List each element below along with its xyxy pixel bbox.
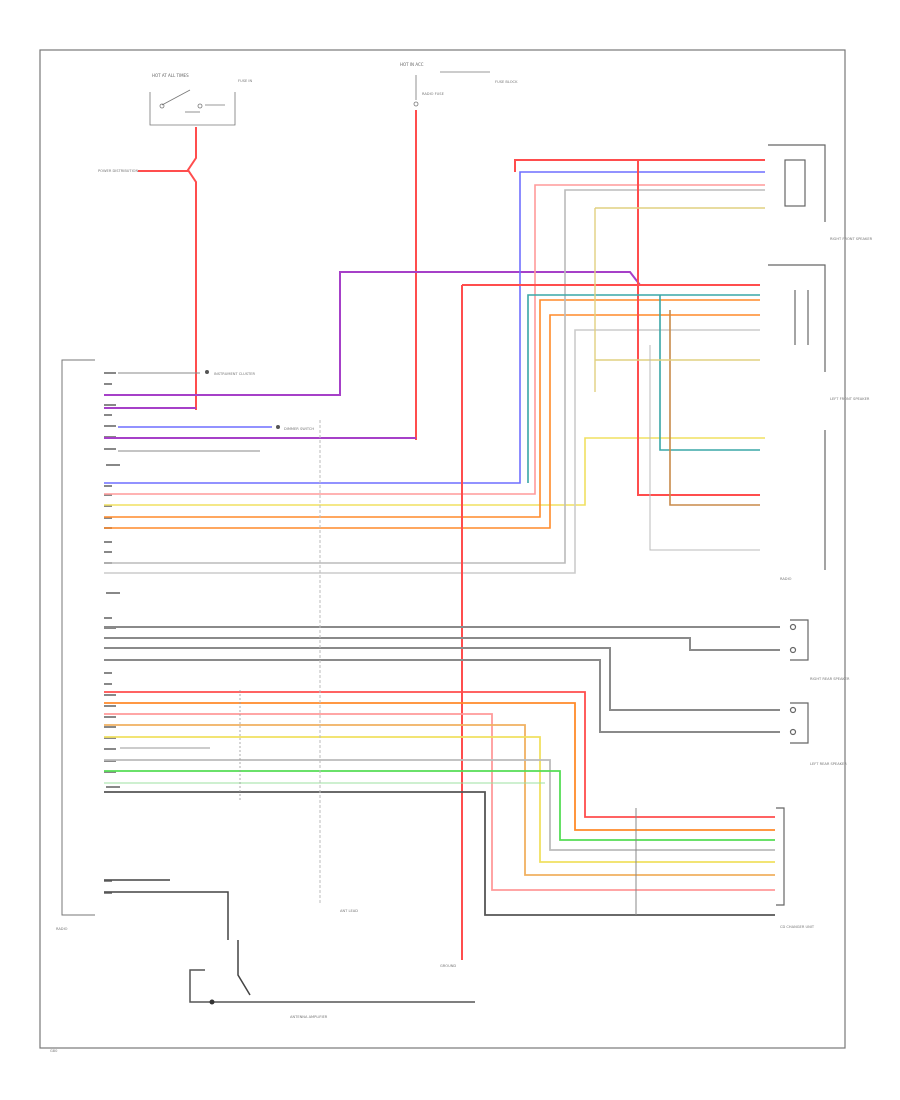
radio-connector-label: RADIO (780, 577, 792, 581)
right-front-speaker-label: RIGHT FRONT SPEAKER (830, 237, 873, 241)
cd-changer-label: CD CHANGER UNIT (780, 925, 815, 929)
left-rear-speaker (789, 702, 809, 744)
wire-yellow (594, 207, 765, 392)
antenna-amp-label: ANTENNA AMPLIFIER (290, 1015, 328, 1019)
right-front-speaker (768, 144, 826, 222)
instrument-cluster-label: INSTRUMENT CLUSTER (214, 372, 255, 376)
fuse-switch-left (149, 89, 236, 126)
hot-in-acc-label: HOT IN ACC (400, 62, 424, 67)
power-distribution-label: POWER DISTRIBUTION (98, 169, 138, 173)
power-feed-red (138, 127, 197, 410)
ant-lead-label: ANT LEAD (340, 909, 358, 913)
dimmer-switch-label: DIMMER SWITCH (284, 427, 314, 431)
radio-unit-outline (61, 359, 95, 916)
hot-at-all-times-label: HOT AT ALL TIMES (152, 73, 189, 78)
right-rear-speaker (789, 619, 809, 661)
right-rear-speaker-label: RIGHT REAR SPEAKER (810, 677, 850, 681)
wire-teal (527, 294, 760, 506)
radio-fuse-label: RADIO FUSE (422, 92, 445, 96)
ground-label: GROUND (440, 964, 456, 968)
dimmer-switch-ref (118, 425, 280, 452)
fuse-switch-center (413, 71, 490, 107)
footer-code: G80 (50, 1049, 58, 1053)
radio-pin-labels (104, 372, 120, 894)
fuse-block-label: FUSE BLOCK (495, 80, 518, 84)
wire-gray-drop (649, 345, 760, 551)
radio-label: RADIO (56, 927, 68, 931)
wire-cd-changer (104, 691, 775, 916)
wire-rear-speakers (104, 626, 780, 733)
wire-purple (104, 271, 760, 439)
antenna-circuit (104, 879, 475, 1005)
instrument-cluster-ref (118, 370, 209, 374)
wire-rf-speaker (104, 171, 765, 574)
cd-changer-unit (776, 807, 785, 906)
left-front-speaker-label: LEFT FRONT SPEAKER (830, 397, 870, 401)
fuse-in-label: FUSE IN (238, 79, 252, 83)
wire-red-main (461, 159, 765, 960)
left-rear-speaker-label: LEFT REAR SPEAKER (810, 762, 847, 766)
diagram-border (39, 49, 846, 1049)
left-front-speaker (768, 264, 826, 372)
